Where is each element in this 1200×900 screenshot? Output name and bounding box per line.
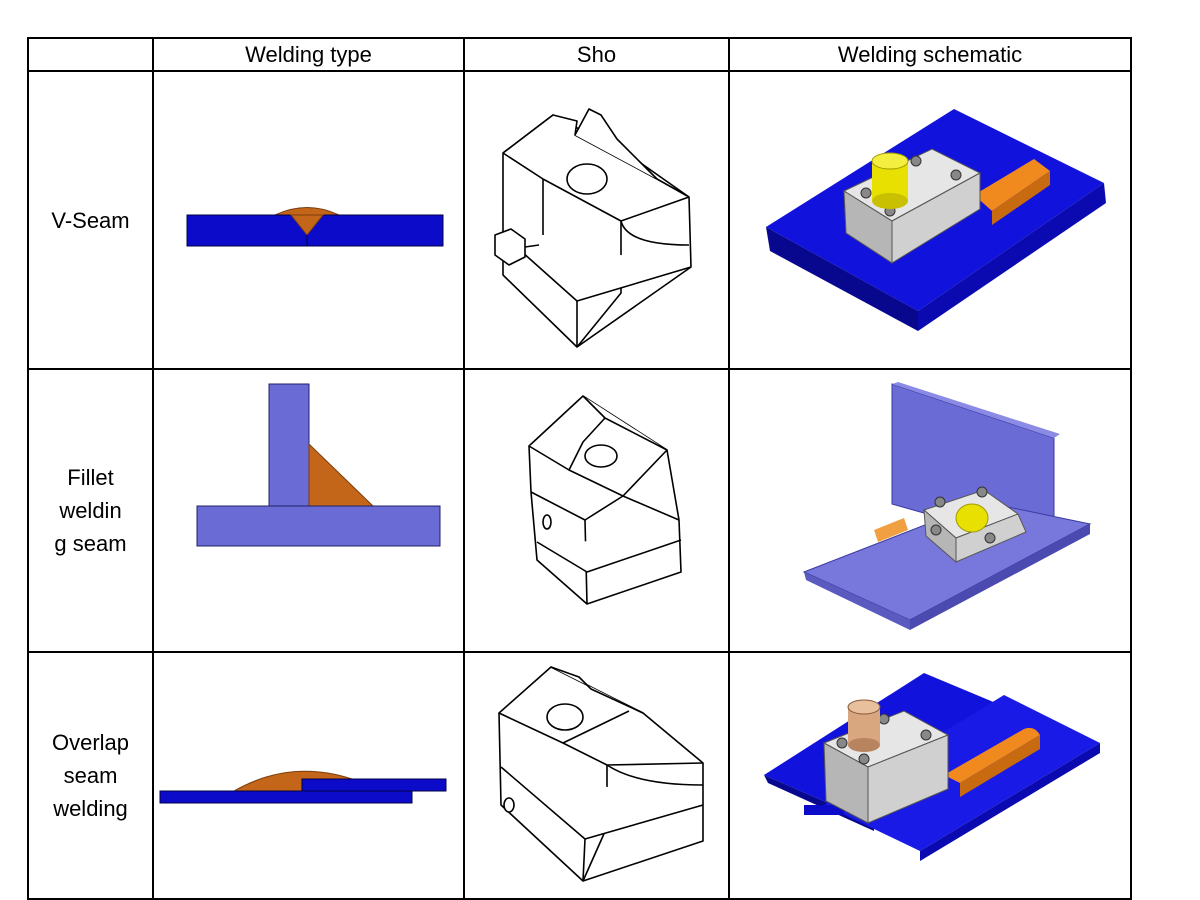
row-label: Fillet weldin g seam (29, 461, 152, 560)
row-label-cell: Fillet weldin g seam (27, 368, 154, 653)
header-empty (27, 37, 154, 72)
welding-type-cell (152, 70, 465, 370)
overlap-shoe-drawing (497, 665, 704, 882)
header-welding-type: Welding type (152, 37, 465, 72)
row-label-cell: Overlap seam welding (27, 651, 154, 900)
table-row-fillet: Fillet weldin g seam (27, 368, 1132, 653)
shoe-cell (463, 651, 730, 900)
table-row-v-seam: V-Seam (27, 70, 1132, 370)
header-sho: Sho (463, 37, 730, 72)
row-label-line: Overlap (51, 730, 130, 755)
header-welding-schematic: Welding schematic (728, 37, 1132, 72)
table-row-overlap: Overlap seam welding (27, 651, 1132, 900)
v-seam-shoe-drawing (493, 108, 692, 348)
row-label-cell: V-Seam (27, 70, 154, 370)
row-label-line: g seam (54, 531, 127, 556)
shoe-cell (463, 70, 730, 370)
overlap-weld-diagram (159, 770, 446, 803)
row-label-line: Fillet (67, 465, 114, 490)
fillet-schematic (802, 381, 1092, 630)
header-row: Welding type Sho Welding schematic (27, 37, 1132, 72)
fillet-weld-diagram (196, 383, 440, 546)
row-label-line: weldin (59, 498, 122, 523)
row-label: Overlap seam welding (29, 726, 152, 825)
welding-type-cell (152, 651, 465, 900)
fillet-shoe-drawing (527, 394, 682, 605)
welding-table: Welding type Sho Welding schematic V-Sea… (27, 37, 1132, 900)
v-seam-weld-diagram (186, 207, 443, 247)
overlap-schematic (764, 672, 1100, 861)
schematic-cell (728, 651, 1132, 900)
schematic-cell (728, 368, 1132, 653)
shoe-cell (463, 368, 730, 653)
welding-type-cell (152, 368, 465, 653)
row-label-line: seam (63, 763, 118, 788)
row-label-line: welding (53, 796, 128, 821)
schematic-cell (728, 70, 1132, 370)
v-seam-schematic (766, 109, 1106, 331)
row-label-line: V-Seam (51, 207, 130, 233)
row-label: V-Seam (29, 204, 152, 237)
